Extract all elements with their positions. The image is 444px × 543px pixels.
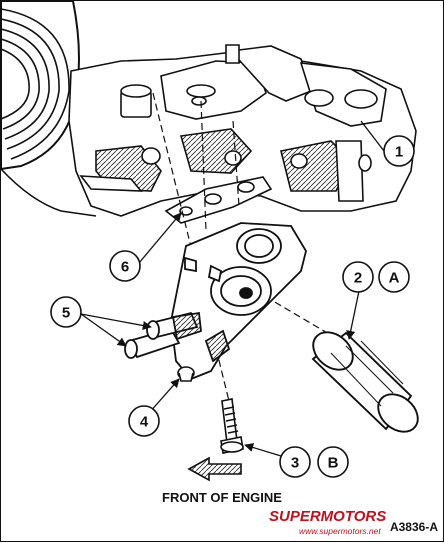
callout-3: 3 (279, 446, 311, 478)
watermark-url: www.supermotors.net (299, 526, 381, 536)
front-of-engine-arrow-icon (187, 456, 242, 482)
figure-code: A3836-A (390, 520, 438, 534)
callout-4-label: 4 (140, 414, 149, 431)
callout-1-label: 1 (395, 144, 403, 161)
callout-5-label: 5 (62, 305, 70, 322)
mounting-bolt (220, 398, 244, 454)
supermotors-watermark: SUPERMOTORS www.supermotors.net (269, 508, 386, 536)
callout-A-label: A (389, 270, 400, 287)
callout-3-label: 3 (291, 455, 299, 472)
callout-2-label: 2 (354, 270, 362, 287)
callout-4: 4 (128, 405, 160, 437)
leader-lines (80, 120, 385, 457)
callout-5: 5 (50, 296, 82, 328)
callout-6: 6 (109, 250, 141, 282)
watermark-brand: SUPERMOTORS (269, 508, 386, 525)
callout-6-label: 6 (121, 259, 129, 276)
callout-B: B (317, 446, 349, 478)
oil-filter (311, 331, 419, 433)
callout-B-label: B (328, 455, 339, 472)
front-of-engine-caption: FRONT OF ENGINE (162, 490, 282, 505)
oil-filter-adapter (170, 222, 307, 381)
drain-plug (177, 366, 195, 382)
callout-1: 1 (383, 135, 415, 167)
engine-block (68, 44, 417, 217)
callout-2: 2 (342, 261, 374, 293)
callout-A: A (378, 261, 410, 293)
